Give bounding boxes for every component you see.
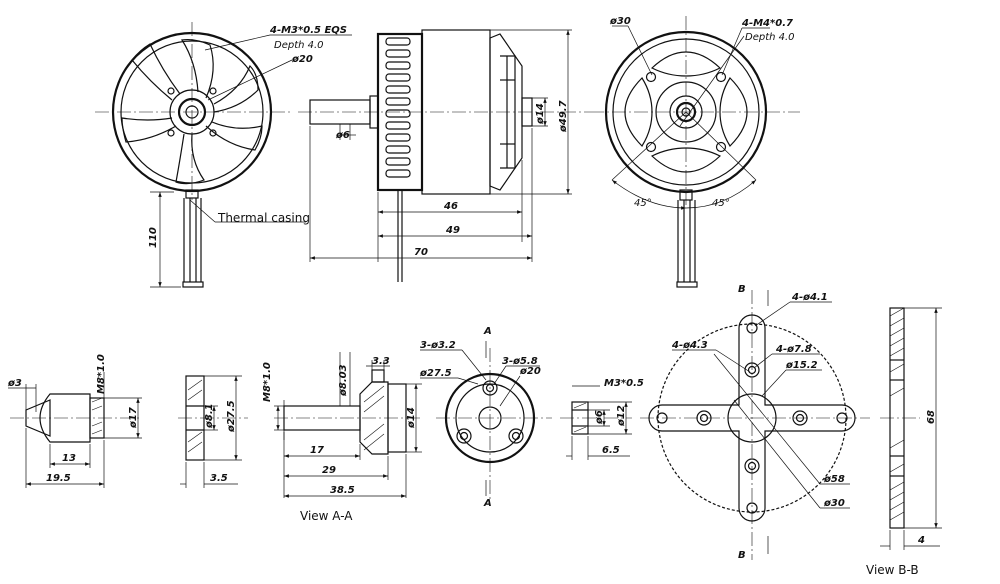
rear-d30-label: ø30: [609, 16, 631, 27]
nut-m8-label: M8*1.0: [96, 354, 107, 394]
view-bb-label: View B-B: [866, 563, 919, 577]
motor-front-view: 4-M3*0.5 EQS Depth 4.0 ø20 Thermal casin…: [95, 22, 352, 288]
adapter-d803-label: ø8.03: [338, 364, 349, 397]
cross-mount-view: B B 4-ø4.1 4-ø4.3 4-ø7.8 ø15.2 ø58 ø30: [640, 284, 870, 561]
cross-d58-label: ø58: [823, 474, 845, 485]
collar-d12-label: ø12: [616, 405, 627, 427]
front-thread-label: 4-M3*0.5 EQS: [269, 25, 347, 36]
adapter-d275-label: ø27.5: [419, 368, 452, 379]
adapter-d20-label: ø20: [519, 366, 541, 377]
thermal-casing-label: Thermal casing: [217, 211, 310, 225]
nut-13-label: 13: [62, 453, 76, 464]
adapter-d14-label: ø14: [406, 407, 417, 429]
collar-m3-label: M3*0.5: [604, 378, 644, 389]
cross-4d43-label: 4-ø4.3: [671, 340, 708, 351]
adapter-3d58-label: 3-ø5.8: [502, 356, 538, 367]
rear-angle-left-label: 45°: [634, 198, 652, 209]
section-b-top-label: B: [738, 284, 746, 295]
adapter-3d32-label: 3-ø3.2: [420, 340, 456, 351]
nut-d17-label: ø17: [128, 407, 139, 429]
section-a-bottom-label: A: [483, 498, 492, 509]
front-depth-label: Depth 4.0: [274, 40, 324, 51]
cross-4d78-label: 4-ø7.8: [775, 344, 812, 355]
adapter-m8-label: M8*1.0: [262, 362, 273, 402]
collar-d6-label: ø6: [594, 410, 605, 425]
adapter-17-label: 17: [310, 445, 324, 456]
bb-4-label: 4: [917, 535, 925, 546]
section-a-top-label: A: [483, 326, 492, 337]
lead-length-label: 110: [148, 227, 159, 248]
washer-35-label: 3.5: [210, 473, 228, 484]
bb-68-label: 68: [926, 410, 937, 424]
rear-thread-label: 4-M4*0.7: [741, 18, 793, 29]
prop-adapter-front-view: A A 3-ø3.2 3-ø5.8 ø27.5 ø20: [419, 326, 552, 509]
washer-view: ø8.1 ø27.5 3.5: [178, 375, 248, 488]
rear-depth-label: Depth 4.0: [745, 32, 795, 43]
view-aa-label: View A-A: [300, 509, 353, 523]
front-dia-label: ø20: [291, 54, 313, 65]
collar-65-label: 6.5: [602, 445, 620, 456]
motor-side-view: ø6 ø14 ø49.7 46 49 70: [298, 29, 590, 282]
section-b-bottom-label: B: [738, 550, 746, 561]
collar-view: M3*0.5 ø6 ø12 6.5: [560, 378, 644, 460]
rear-angle-right-label: 45°: [712, 198, 730, 209]
side-shaft-dia-label: ø6: [335, 130, 350, 141]
side-d14-label: ø14: [535, 103, 546, 125]
adapter-385-label: 38.5: [330, 485, 355, 496]
length-46-label: 46: [443, 201, 458, 212]
section-bb-view: 68 4 View B-B: [866, 307, 942, 577]
adapter-29-label: 29: [322, 465, 336, 476]
side-d497-label: ø49.7: [558, 100, 569, 133]
motor-rear-view: ø30 4-M4*0.7 Depth 4.0 45° 45°: [590, 16, 800, 288]
prop-adapter-section-view: M8*1.0 ø8.03 3.3 ø14 17 29 38.5 View A-A: [262, 352, 422, 523]
cross-d30-label: ø30: [823, 498, 845, 509]
length-70-label: 70: [414, 247, 428, 258]
washer-d81-label: ø8.1: [204, 403, 215, 429]
nut-d3-label: ø3: [7, 378, 22, 389]
cross-d152-label: ø15.2: [785, 360, 818, 371]
length-49-label: 49: [445, 225, 460, 236]
washer-d275-label: ø27.5: [226, 400, 237, 433]
prop-nut-view: ø3 M8*1.0 ø17 13 19.5: [7, 354, 142, 488]
cross-4d41-label: 4-ø4.1: [791, 292, 828, 303]
nut-195-label: 19.5: [46, 473, 71, 484]
adapter-33-label: 3.3: [372, 356, 390, 367]
